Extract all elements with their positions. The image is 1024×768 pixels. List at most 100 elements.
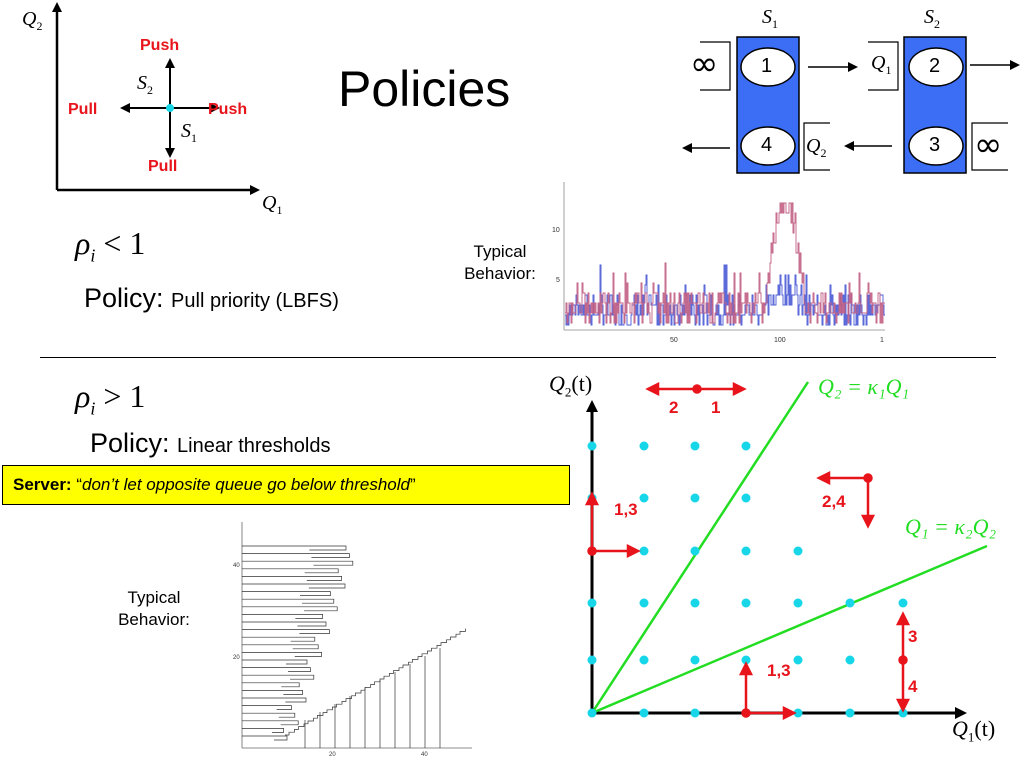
plot2-xtick-20: 20 — [329, 752, 336, 758]
pp-y-axis-label: Q2 — [22, 8, 43, 33]
grid-point — [587, 708, 597, 718]
q2-label: Q2 — [806, 135, 827, 160]
trajectory-staircase — [285, 628, 466, 736]
arrow-label-13-bottom: 1,3 — [767, 661, 791, 680]
grid-point — [690, 441, 700, 451]
trajectory-line — [242, 674, 315, 680]
infinity-buffer1: ∞ — [690, 44, 719, 84]
trajectory-line — [242, 591, 331, 596]
grid-point — [845, 598, 855, 608]
trajectory-line — [242, 712, 296, 718]
server1-label: S1 — [762, 6, 778, 31]
grid-point — [690, 655, 700, 665]
flow-arrow-out-right — [1010, 60, 1020, 70]
grid-point — [587, 441, 597, 451]
buffer1-circle — [740, 47, 796, 87]
slide-title: Policies — [338, 61, 511, 117]
trajectory-line — [242, 568, 339, 574]
inf-buffer1-bracket — [700, 41, 731, 91]
arrowhead-3-up — [895, 611, 911, 626]
trajectory-line — [242, 682, 300, 688]
trajectory-line — [242, 598, 335, 604]
arrowhead-4-down — [895, 698, 911, 713]
pp-pull-left-label: Pull — [68, 101, 98, 118]
arrow-label-13-left: 1,3 — [614, 500, 638, 519]
grid-point — [845, 655, 855, 665]
grid-point — [639, 708, 649, 718]
trajectory-line — [242, 697, 307, 703]
plot2-ytick-20: 20 — [233, 655, 240, 661]
grid-point — [898, 708, 908, 718]
push-pull-diagram — [52, 2, 260, 195]
th-y-arrowhead — [586, 400, 598, 412]
grid-point — [845, 708, 855, 718]
arrowhead-24-left — [816, 470, 831, 486]
trajectory-line — [242, 636, 316, 642]
network-diagram — [682, 36, 1020, 174]
grid-point — [793, 598, 803, 608]
buffer3-circle — [908, 126, 964, 166]
grid-point — [793, 546, 803, 556]
inf-buffer3-bracket — [971, 122, 1008, 171]
grid-point — [741, 655, 751, 665]
pp-up-arrow — [165, 58, 175, 68]
arrow-label-2: 2 — [669, 398, 679, 417]
trajectory-line — [242, 705, 292, 710]
pp-x-arrowhead — [250, 185, 260, 195]
bottom-arrowhead-up — [738, 661, 754, 676]
trajectory-line — [242, 553, 350, 558]
plot2-ytick-40: 40 — [233, 563, 240, 569]
server2-label: S2 — [924, 6, 940, 31]
threshold-line-2-label: Q₁ = κ₂Q₂ — [905, 514, 997, 539]
pp-push-up-label: Push — [140, 37, 180, 54]
buffer4-circle — [740, 126, 796, 166]
trajectory-line — [242, 629, 330, 634]
th-x-arrowhead — [955, 707, 967, 719]
buffer2-label: 2 — [929, 55, 941, 77]
grid-point — [741, 546, 751, 556]
grid-point — [690, 598, 700, 608]
typical-behavior-2: Typical Behavior: — [118, 588, 190, 629]
grid-point — [741, 598, 751, 608]
trajectory-line — [242, 690, 303, 695]
rho-less-than-1: ρi < 1 — [75, 225, 146, 266]
plot1-xtick-50: 50 — [670, 337, 678, 344]
axis-arrowhead-up — [584, 491, 600, 506]
arrowhead-24-down — [860, 514, 876, 529]
q2-bracket — [803, 122, 830, 171]
flow-arrow-s2-to-q2 — [844, 141, 854, 151]
legend-arrowhead-2 — [645, 381, 660, 397]
trajectory-line — [242, 614, 323, 619]
pp-s1-label: S1 — [181, 120, 197, 145]
grid-point — [741, 441, 751, 451]
arrow-label-4: 4 — [908, 677, 918, 696]
bottom-arrowhead-right — [782, 705, 797, 721]
grid-point — [690, 708, 700, 718]
infinity-buffer3: ∞ — [974, 125, 1003, 165]
pp-x-axis-label: Q1 — [262, 192, 283, 217]
trajectory-line — [242, 652, 322, 657]
plot1-xtick-end: 1 — [880, 337, 884, 344]
typical-behavior-plot-1: 50 100 1 5 10 — [552, 182, 885, 344]
trajectory-line — [242, 644, 319, 650]
trajectory-line — [242, 606, 338, 612]
typical-behavior-1: Typical Behavior: — [464, 242, 536, 283]
grid-point — [639, 546, 649, 556]
pp-y-arrowhead — [52, 2, 62, 12]
arrow-label-1: 1 — [711, 398, 721, 417]
trajectory-line — [242, 735, 288, 741]
grid-point — [690, 493, 700, 503]
pp-center-point — [166, 104, 174, 112]
arrow-label-24: 2,4 — [822, 492, 846, 511]
axis-arrowhead-right — [626, 543, 641, 559]
buffer3-label: 3 — [929, 134, 941, 156]
buffer1-label: 1 — [761, 55, 773, 77]
pp-s2-label: S2 — [137, 72, 153, 97]
grid-point — [587, 655, 597, 665]
trajectory-line — [242, 560, 354, 566]
pp-right-arrow — [210, 103, 220, 113]
flow-arrow-out-left — [682, 143, 692, 153]
typical-behavior-plot-2: 20 40 20 40 — [233, 522, 472, 758]
trajectory-line — [242, 659, 308, 665]
